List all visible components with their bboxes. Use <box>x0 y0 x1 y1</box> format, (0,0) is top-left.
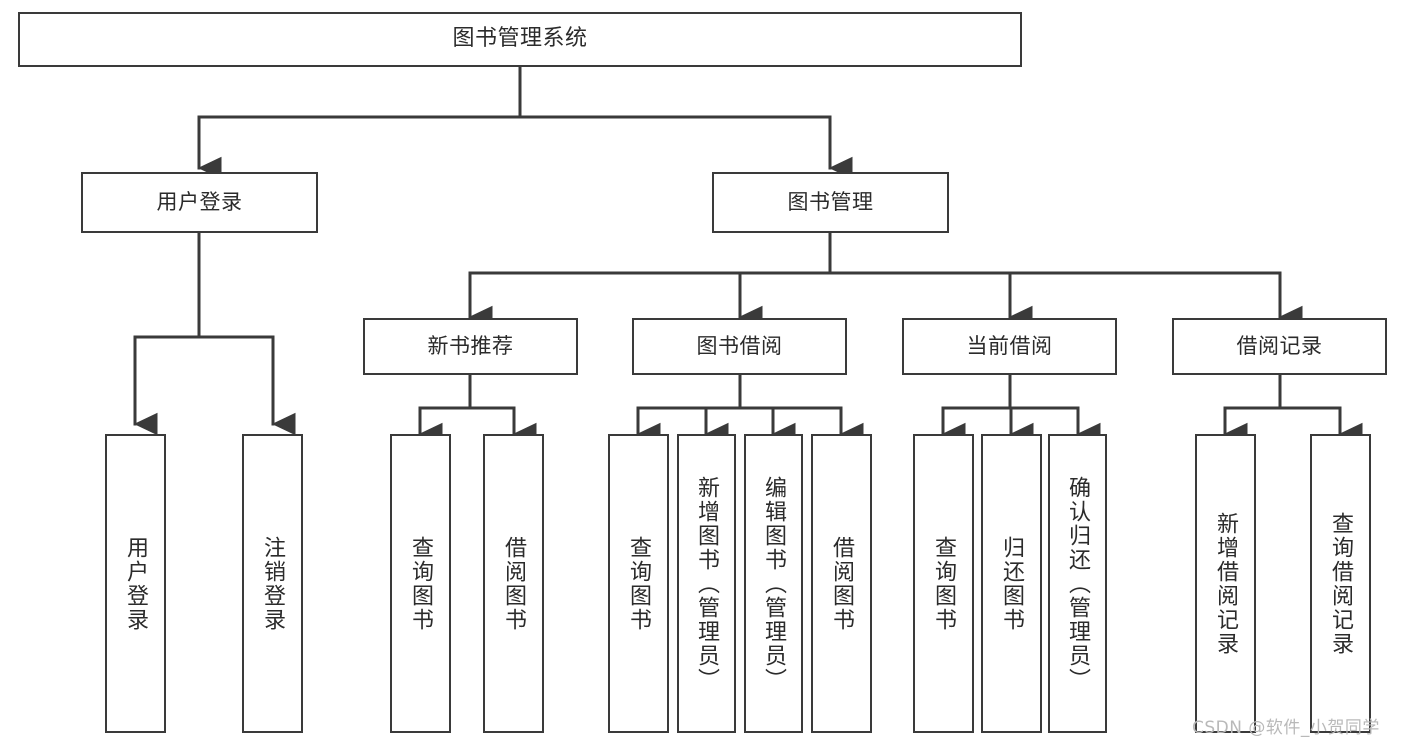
node-leaf-add-borrow-record[interactable]: 新增借阅记录 <box>1195 434 1256 733</box>
node-new-book-recommend[interactable]: 新书推荐 <box>363 318 578 375</box>
node-leaf-query-book-borrow[interactable]: 查询图书 <box>608 434 669 733</box>
node-leaf-query-book-recommend[interactable]: 查询图书 <box>390 434 451 733</box>
node-current-borrow[interactable]: 当前借阅 <box>902 318 1117 375</box>
node-leaf-add-book-admin[interactable]: 新增图书（管理员） <box>677 434 736 733</box>
node-leaf-confirm-return-admin[interactable]: 确认归还（管理员） <box>1048 434 1107 733</box>
node-label: 新增图书（管理员） <box>694 475 720 692</box>
node-label: 查询图书 <box>408 535 434 632</box>
node-book-borrow[interactable]: 图书借阅 <box>632 318 847 375</box>
node-label: 查询借阅记录 <box>1328 511 1354 656</box>
node-label: 确认归还（管理员） <box>1065 475 1091 692</box>
node-leaf-query-book-current[interactable]: 查询图书 <box>913 434 974 733</box>
node-label: 新增借阅记录 <box>1213 511 1239 656</box>
node-borrow-record[interactable]: 借阅记录 <box>1172 318 1387 375</box>
node-label: 借阅记录 <box>1236 333 1323 358</box>
node-user-login[interactable]: 用户登录 <box>81 172 318 233</box>
node-label: 用户登录 <box>156 189 243 214</box>
node-label: 编辑图书（管理员） <box>761 475 787 692</box>
node-label: 图书借阅 <box>696 333 783 358</box>
node-label: 图书管理 <box>787 189 874 214</box>
node-leaf-return-book[interactable]: 归还图书 <box>981 434 1042 733</box>
node-leaf-borrow-book-recommend[interactable]: 借阅图书 <box>483 434 544 733</box>
node-book-management[interactable]: 图书管理 <box>712 172 949 233</box>
node-label: 归还图书 <box>999 535 1025 632</box>
node-label: 图书管理系统 <box>452 26 588 52</box>
node-label: 查询图书 <box>931 535 957 632</box>
node-leaf-query-borrow-record[interactable]: 查询借阅记录 <box>1310 434 1371 733</box>
node-label: 新书推荐 <box>427 333 514 358</box>
node-label: 当前借阅 <box>966 333 1053 358</box>
node-leaf-user-login[interactable]: 用户登录 <box>105 434 166 733</box>
node-label: 用户登录 <box>123 535 149 632</box>
node-label: 注销登录 <box>260 535 286 632</box>
node-label: 查询图书 <box>626 535 652 632</box>
node-leaf-edit-book-admin[interactable]: 编辑图书（管理员） <box>744 434 803 733</box>
node-leaf-logout[interactable]: 注销登录 <box>242 434 303 733</box>
node-label: 借阅图书 <box>829 535 855 632</box>
node-label: 借阅图书 <box>501 535 527 632</box>
node-leaf-borrow-book[interactable]: 借阅图书 <box>811 434 872 733</box>
node-root-book-management-system[interactable]: 图书管理系统 <box>18 12 1022 67</box>
